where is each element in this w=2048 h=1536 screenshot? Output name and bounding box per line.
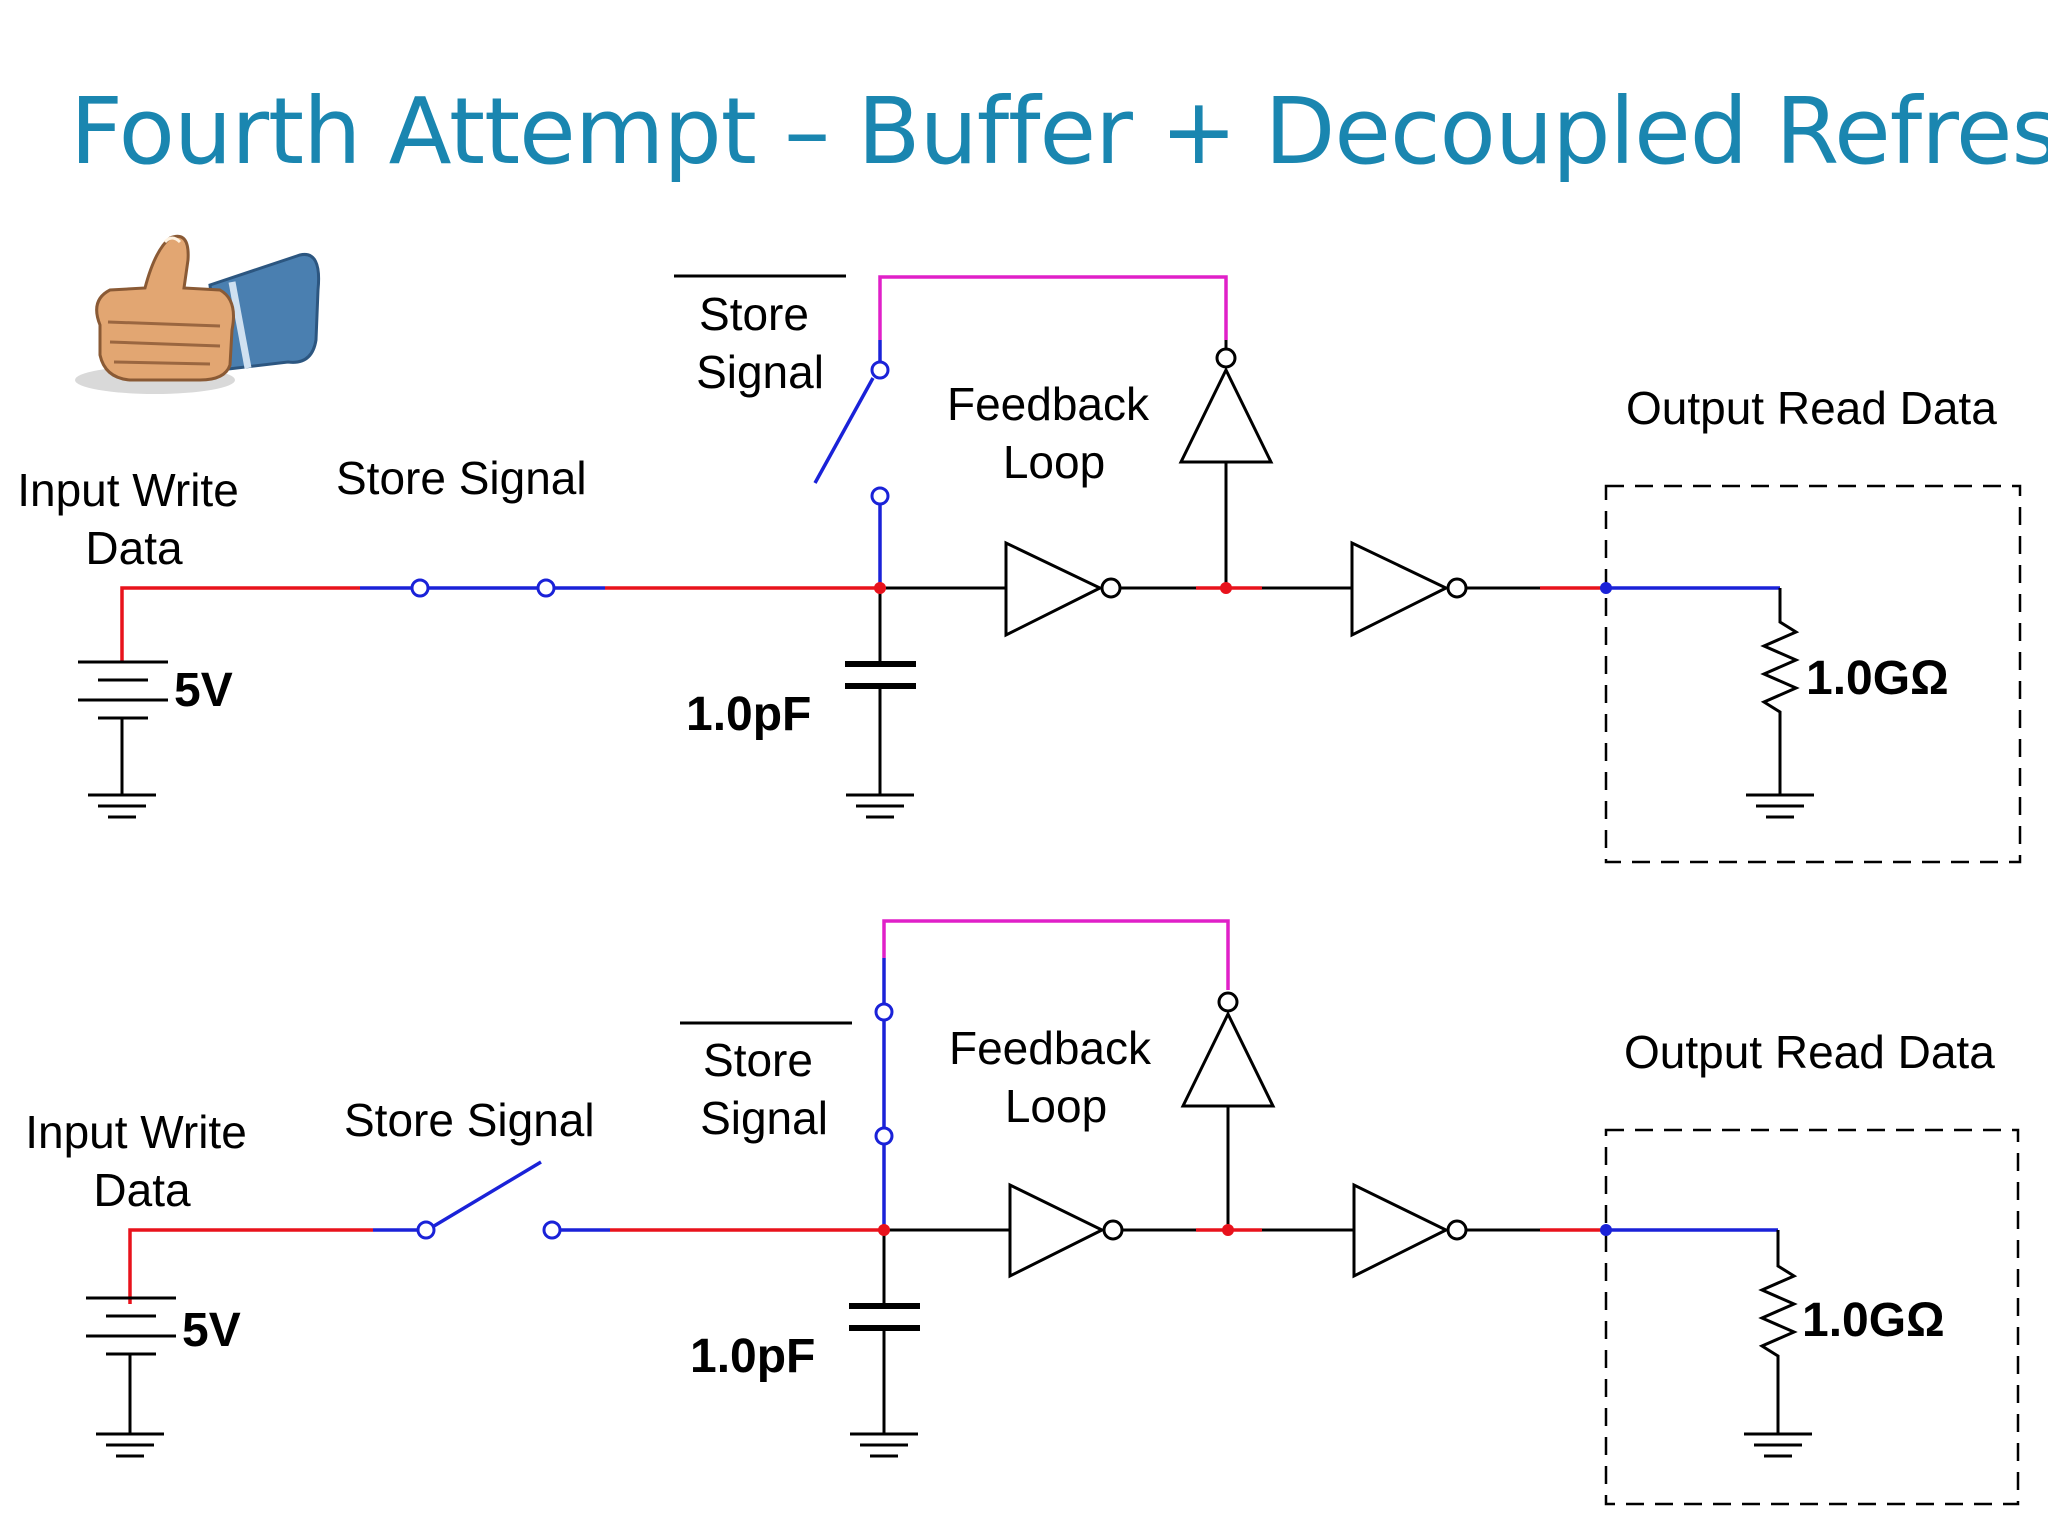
slide-title: Fourth Attempt – Buffer + Decoupled Refr…	[70, 78, 2048, 185]
capacitor-label: 1.0pF	[690, 1330, 815, 1383]
source-voltage-label: 5V	[174, 664, 233, 717]
feedback-inverter-symbol	[1178, 366, 1274, 464]
input-write-label: Input Write	[25, 1106, 247, 1158]
inverter-bubble	[1100, 577, 1122, 599]
feedback-wire	[878, 275, 1228, 340]
resistor-symbol	[1758, 1230, 1798, 1434]
ground-symbol	[88, 793, 156, 819]
junction-dot	[1600, 582, 1612, 594]
store-switch-label: Store Signal	[344, 1094, 595, 1146]
feedback-inverter-symbol	[1180, 1010, 1276, 1108]
store-bar-label: Signal	[696, 346, 824, 398]
source-voltage-label: 5V	[182, 1304, 241, 1357]
switch-terminal	[542, 1220, 562, 1240]
store-bar-label: Signal	[700, 1092, 828, 1144]
input-write-label: Data	[85, 522, 183, 574]
inverter-bubble	[1446, 577, 1468, 599]
circuit-2	[86, 919, 2020, 1506]
feedback-loop-label: Loop	[1003, 436, 1105, 488]
feedback-wire	[882, 919, 1230, 990]
resistor-symbol	[1760, 588, 1800, 795]
battery-symbol	[86, 1296, 176, 1434]
junction-dot	[874, 582, 886, 594]
battery-symbol	[78, 660, 168, 795]
switch-terminal	[416, 1220, 436, 1240]
switch-terminal	[874, 1126, 894, 1146]
inverter-bubble	[1217, 991, 1239, 1013]
thumbs-up-icon	[75, 234, 321, 394]
capacitor-label: 1.0pF	[686, 688, 811, 741]
inverter-symbol	[1350, 540, 1450, 638]
junction-dot	[878, 1224, 890, 1236]
junction-dot	[1222, 1224, 1234, 1236]
switch-terminal	[536, 578, 556, 598]
store-switch-label: Store Signal	[336, 452, 587, 504]
ground-symbol	[846, 793, 914, 819]
switch-terminal	[874, 1002, 894, 1022]
inverter-symbol	[1004, 540, 1104, 638]
feedback-loop-label: Feedback	[949, 1022, 1152, 1074]
ground-symbol	[96, 1432, 164, 1458]
inverter-bubble	[1215, 347, 1237, 369]
circuit-1	[78, 274, 2022, 864]
junction-dot	[1600, 1224, 1612, 1236]
switch-lever	[813, 377, 875, 484]
output-read-box	[1604, 484, 2022, 864]
input-write-label: Input Write	[17, 464, 239, 516]
output-read-label: Output Read Data	[1624, 1026, 1995, 1078]
inverter-symbol	[1352, 1182, 1450, 1279]
switch-lever	[433, 1160, 542, 1228]
store-bar-label: Store	[699, 288, 809, 340]
resistor-label: 1.0GΩ	[1802, 1294, 1945, 1347]
inverter-bubble	[1446, 1219, 1468, 1241]
feedback-loop-label: Feedback	[947, 378, 1150, 430]
junction-dot	[1220, 582, 1232, 594]
input-write-label: Data	[93, 1164, 191, 1216]
switch-terminal	[870, 360, 890, 380]
switch-terminal	[410, 578, 430, 598]
ground-symbol	[850, 1432, 918, 1458]
switch-terminal	[870, 486, 890, 506]
feedback-loop-label: Loop	[1005, 1080, 1107, 1132]
output-read-label: Output Read Data	[1626, 382, 1997, 434]
output-read-box	[1604, 1128, 2020, 1506]
resistor-label: 1.0GΩ	[1806, 652, 1949, 705]
capacitor-symbol	[845, 588, 916, 795]
store-bar-label: Store	[703, 1034, 813, 1086]
input-wire	[120, 586, 360, 662]
inverter-bubble	[1102, 1219, 1124, 1241]
ground-symbol	[1746, 793, 1814, 819]
capacitor-symbol	[849, 1230, 920, 1434]
ground-symbol	[1744, 1432, 1812, 1458]
inverter-symbol	[1008, 1182, 1106, 1279]
input-wire	[128, 1228, 373, 1304]
